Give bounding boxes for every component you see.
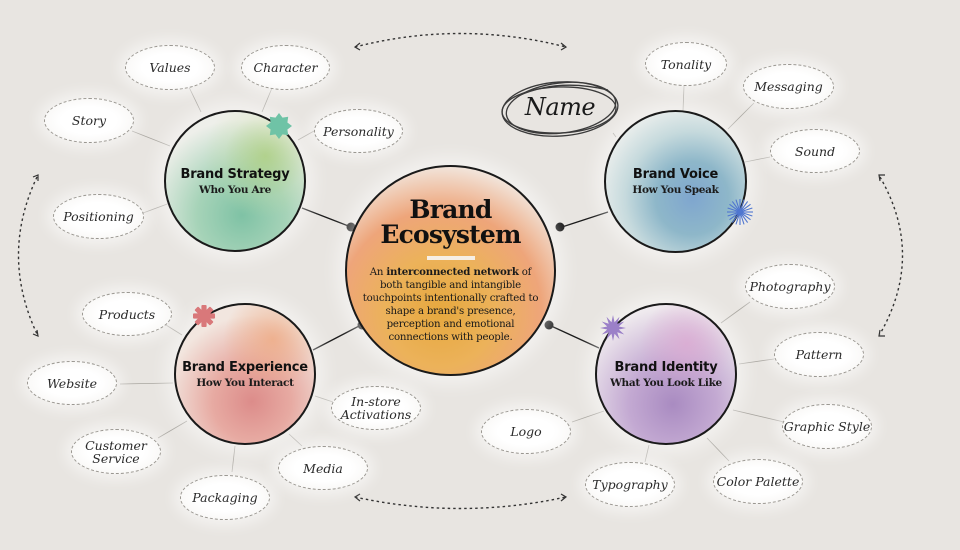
node-pattern[interactable]: Pattern	[774, 332, 864, 377]
brand-ecosystem-hub: Brand Ecosystem An interconnected networ…	[345, 165, 556, 376]
title-underline	[426, 256, 475, 260]
node-instore-line2: Activations	[340, 407, 412, 422]
node-positioning[interactable]: Positioning	[53, 194, 144, 239]
cycle-arrow-right	[879, 176, 904, 335]
hub-title: Brand Voice	[632, 167, 719, 182]
hub-subtitle: How You Speak	[632, 184, 719, 196]
node-media[interactable]: Media	[278, 446, 368, 490]
brand-experience-hub[interactable]: Brand Experience How You Interact	[174, 303, 316, 445]
brand-voice-hub[interactable]: Brand Voice How You Speak	[604, 110, 747, 253]
node-logo[interactable]: Logo	[481, 409, 571, 454]
node-customer-service-line2: Service	[92, 450, 140, 466]
node-customer-service-line1: Customer	[85, 437, 147, 453]
node-personality[interactable]: Personality	[314, 109, 403, 153]
center-title-line1: Brand	[409, 195, 492, 224]
cycle-arrow-top	[354, 32, 567, 48]
node-values[interactable]: Values	[125, 45, 215, 90]
node-photography[interactable]: Photography	[745, 264, 835, 309]
eight-point-star-icon	[266, 113, 292, 139]
name-label: Name	[524, 93, 596, 121]
node-products[interactable]: Products	[82, 292, 172, 336]
desc-prefix: An	[369, 267, 387, 278]
hub-title: Brand Identity	[614, 359, 718, 375]
node-packaging[interactable]: Packaging	[180, 475, 270, 520]
desc-rest: of both tangible and intangible touchpoi…	[362, 267, 539, 343]
node-character[interactable]: Character	[241, 45, 330, 90]
node-messaging[interactable]: Messaging	[743, 64, 834, 109]
center-title-line2: Ecosystem	[380, 220, 521, 249]
node-graphic-style[interactable]: Graphic Style	[782, 404, 872, 449]
hub-title: Brand Experience	[182, 359, 308, 375]
node-name[interactable]: Name	[498, 72, 628, 142]
spiky-star-icon	[600, 315, 626, 341]
hub-title: Brand Strategy	[180, 166, 290, 182]
node-instore-line1: In-store	[351, 394, 401, 409]
node-color-palette[interactable]: Color Palette	[713, 459, 803, 504]
hub-connectors	[301, 207, 609, 351]
cycle-arrow-bottom	[354, 496, 567, 510]
starburst-lines-icon	[727, 199, 753, 225]
asterisk-flower-icon	[193, 305, 215, 327]
hub-subtitle: What You Look Like	[610, 376, 722, 389]
node-website[interactable]: Website	[27, 361, 117, 405]
center-description: An interconnected network of both tangib…	[358, 266, 543, 344]
node-sound[interactable]: Sound	[770, 129, 860, 173]
node-typography[interactable]: Typography	[585, 462, 675, 507]
node-story[interactable]: Story	[44, 98, 134, 143]
desc-bold: interconnected network	[386, 266, 519, 278]
hub-subtitle: How You Interact	[196, 376, 294, 389]
spoke-lines	[119, 84, 785, 473]
arrow-heads	[32, 42, 885, 502]
cycle-arrows	[17, 32, 904, 510]
node-tonality[interactable]: Tonality	[645, 42, 727, 86]
scribble-circle-icon	[501, 81, 619, 137]
cycle-arrow-left	[17, 176, 38, 335]
hub-subtitle: Who You Are	[198, 183, 272, 196]
